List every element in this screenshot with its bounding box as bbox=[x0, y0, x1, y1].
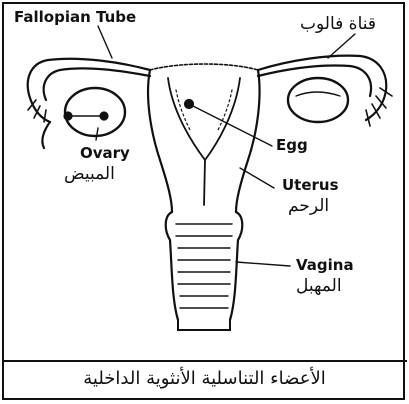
label-uterus-en: Uterus bbox=[282, 176, 339, 194]
label-egg-en: Egg bbox=[276, 136, 308, 154]
diagram-caption: الأعضاء التناسلية الأنثوية الداخلية bbox=[2, 360, 407, 396]
egg bbox=[185, 100, 193, 108]
right-ovary bbox=[288, 78, 348, 122]
leader-uterus bbox=[240, 168, 274, 188]
leader-egg bbox=[193, 106, 272, 146]
label-vagina-ar: المهبل bbox=[296, 276, 342, 296]
vagina-outline bbox=[166, 212, 243, 320]
label-ovary-ar: المبيض bbox=[64, 164, 115, 184]
leader-fallopian-right bbox=[328, 34, 355, 58]
left-ovary bbox=[65, 88, 125, 136]
label-ovary-en: Ovary bbox=[80, 144, 130, 162]
label-uterus-ar: الرحم bbox=[288, 196, 329, 216]
leader-fallopian-left bbox=[98, 26, 112, 58]
leader-vagina bbox=[236, 262, 290, 266]
label-fallopian-tube-ar: قناة فالوب bbox=[300, 14, 376, 34]
label-fallopian-tube-en: Fallopian Tube bbox=[14, 8, 136, 26]
label-vagina-en: Vagina bbox=[296, 256, 354, 274]
leader-ovary bbox=[96, 128, 98, 140]
